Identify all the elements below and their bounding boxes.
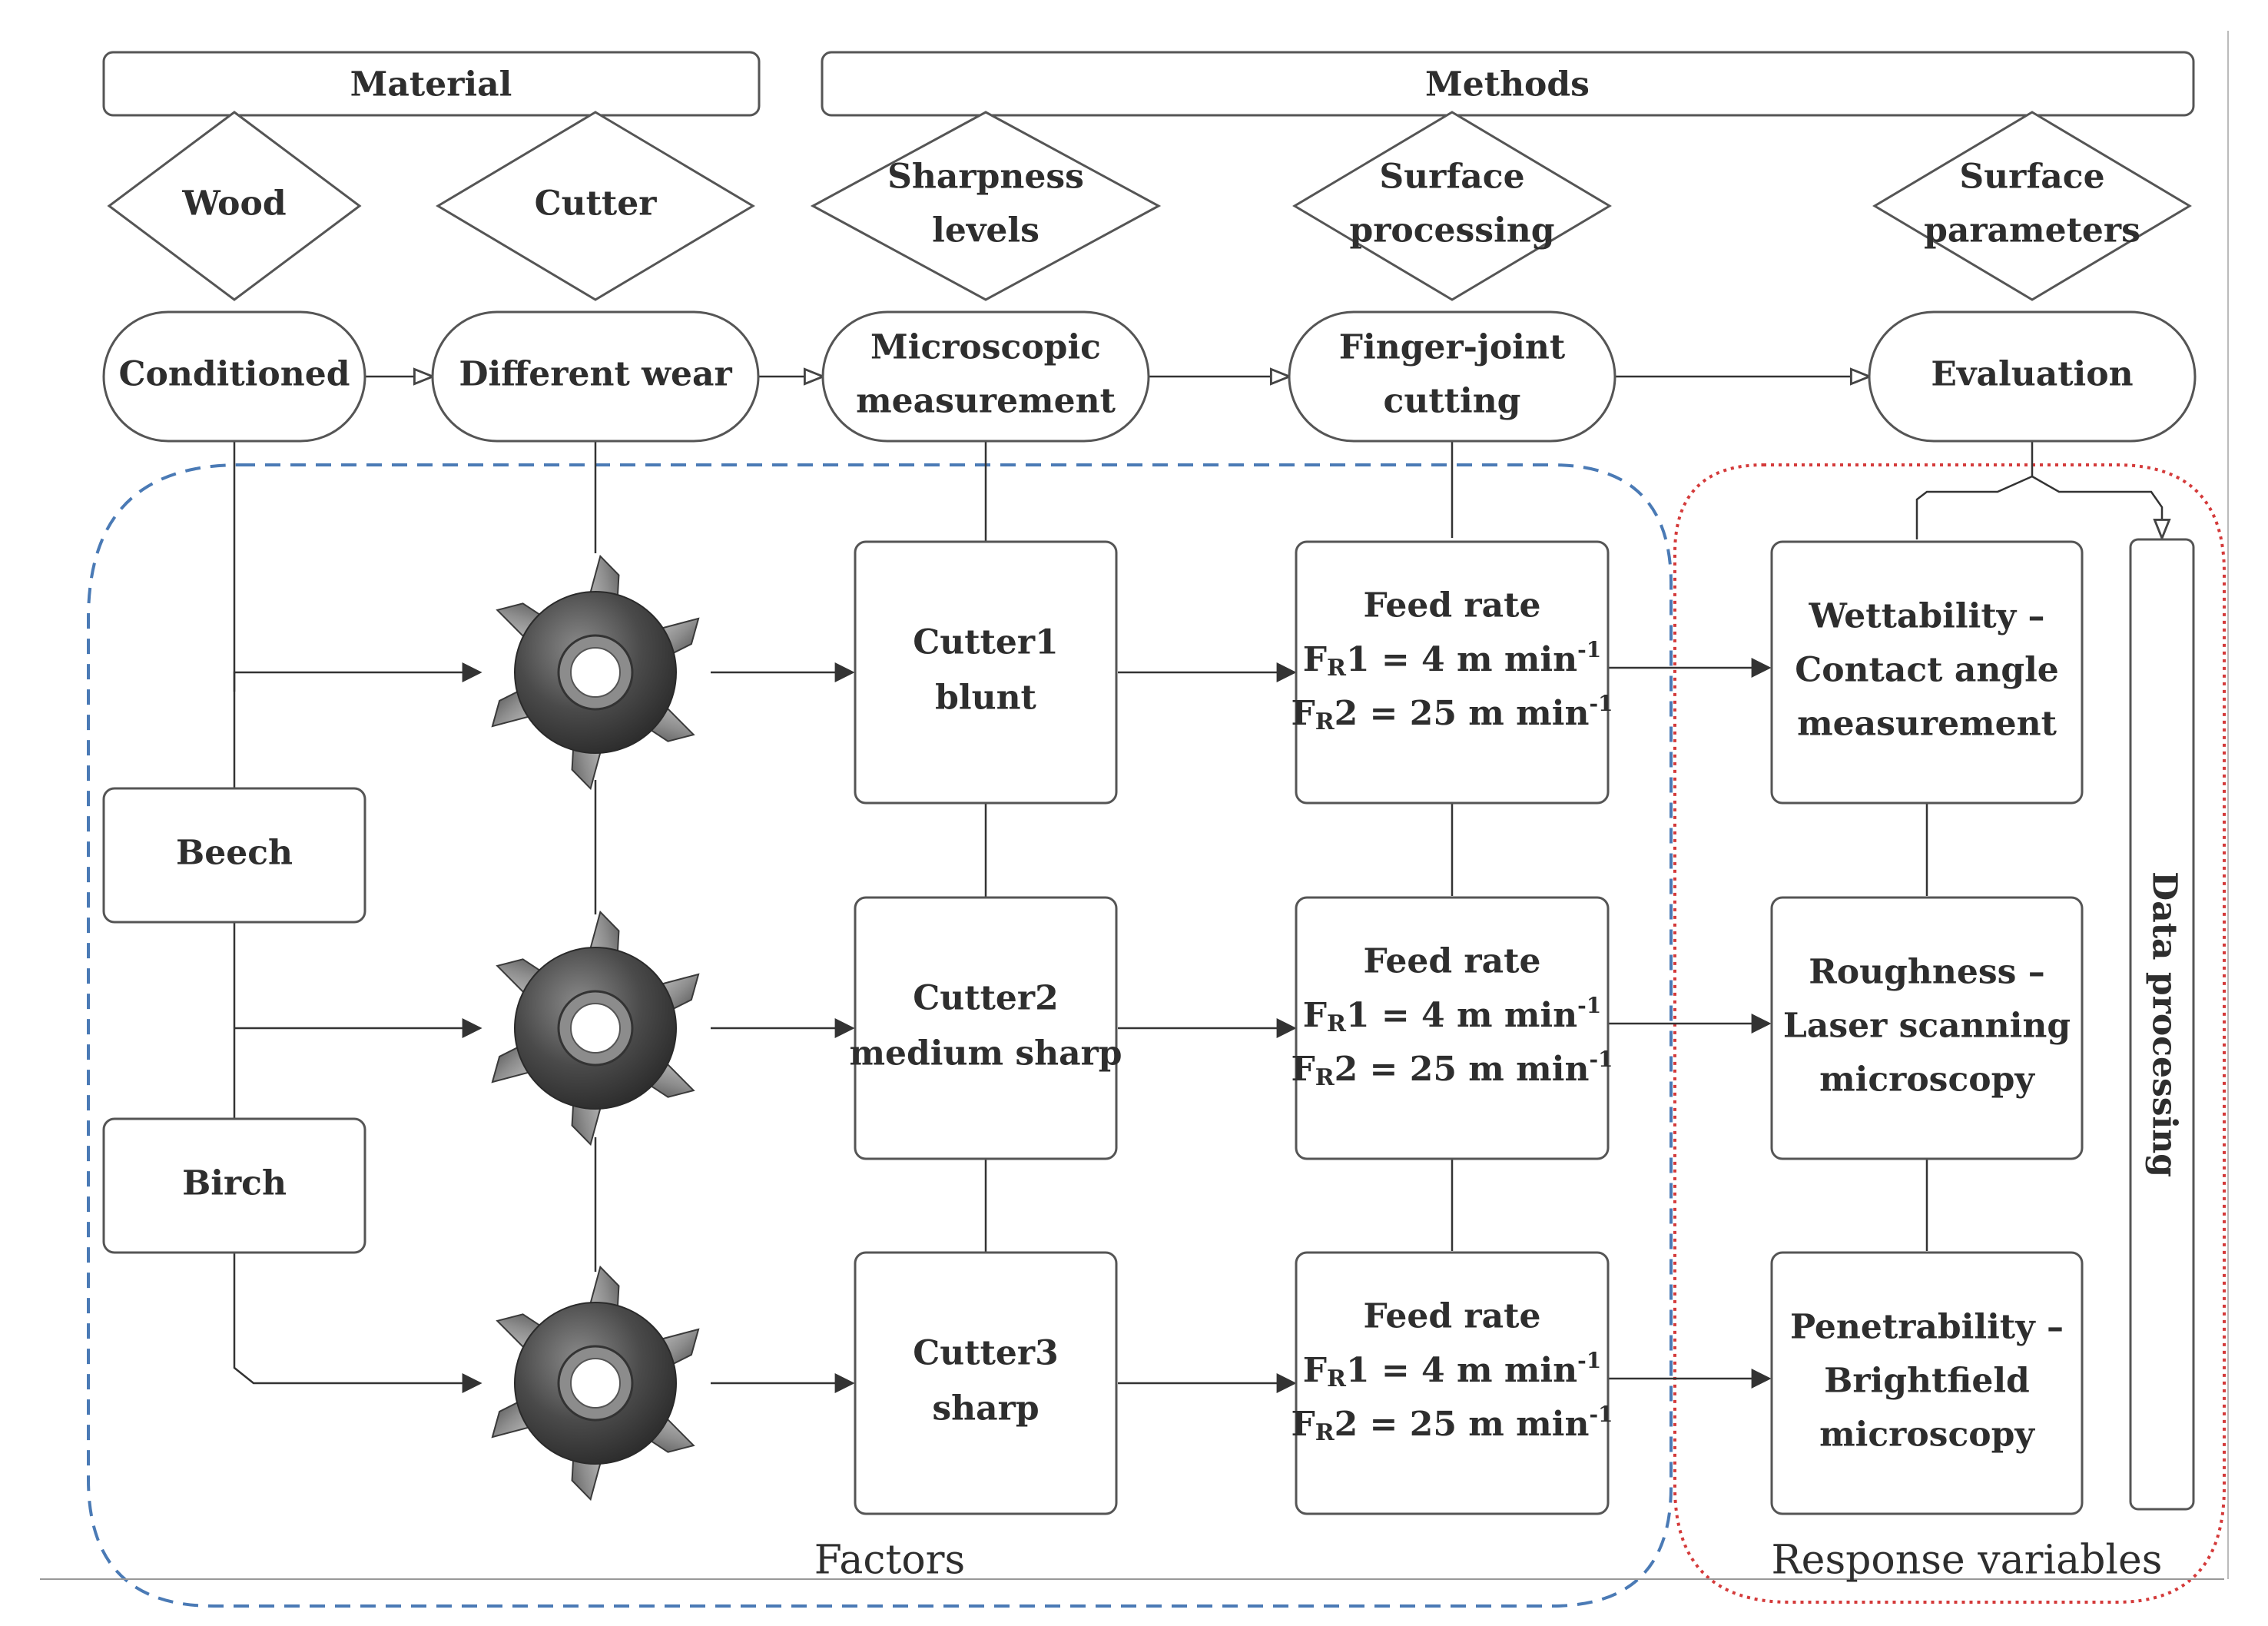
evaluation-pill [1868,310,2197,443]
cutter-1-icon [491,554,700,791]
evaluation-to-response-line [1915,441,2034,539]
cutter2-label-line-2: medium sharp [849,1034,1122,1073]
response-3-label-line-1: Penetrability – [1790,1308,2064,1347]
surface-parameters-diamond [1872,111,2192,301]
conditioned-label-line-1: Conditioned [119,355,350,394]
feed-rate-f2-2: FR2 = 25 m min-1 [1291,1047,1613,1092]
surface-processing-diamond [1292,111,1612,301]
response-2-label-line-2: Laser scanning [1783,1007,2071,1046]
sharpness-levels-label-line-1: Sharpness [887,158,1084,197]
birch-box [102,1117,366,1254]
response-1-label-line-3: measurement [1797,705,2057,744]
wood-diamond [107,111,362,301]
cutter3-label-line-2: sharp [932,1389,1039,1429]
microscopic-measurement-label-line-1: Microscopic [870,328,1101,367]
methods-header-box [821,51,2195,117]
microscopic-measurement-pill [821,310,1150,443]
response-1-label-line-2: Contact angle [1795,651,2059,690]
surface-parameters-label-line-1: Surface [1959,158,2104,197]
feed-rate-title-1: Feed rate [1364,586,1541,626]
cutter-diamond [436,111,755,301]
cutter2-label-line-1: Cutter2 [913,979,1058,1018]
response-variables-group-label: Response variables [1772,1538,2163,1584]
response-3-label-line-3: microscopy [1819,1415,2035,1455]
surface-parameters-label-line-2: parameters [1924,211,2140,251]
response-1-label-line-1: Wettability – [1808,597,2044,636]
cutter3-box [854,1251,1118,1515]
cutter1-label-line-2: blunt [935,679,1036,718]
beech-to-cutter1-arrow [233,662,482,692]
sharpness-levels-diamond [810,111,1162,301]
feed-rate-f2-3: FR2 = 25 m min-1 [1291,1402,1613,1447]
factors-group-border [87,463,1673,1608]
evaluation-label-line-1: Evaluation [1931,355,2133,394]
cutter2-box [854,896,1118,1160]
cutter-label-line-1: Cutter [535,184,658,224]
response-box-2 [1770,896,2084,1160]
material-header-box [102,51,761,117]
response-box-1 [1770,540,2084,805]
feed-rate-box-3 [1295,1251,1610,1515]
beech-label-line-1: Beech [176,834,293,873]
birch-label-line-1: Birch [182,1164,287,1203]
connectors [233,377,2162,1393]
finger-joint-cutting-pill [1288,310,1616,443]
beech-box [102,787,366,924]
data-processing-label: Data processing [2145,871,2184,1177]
response-2-label-line-3: microscopy [1819,1060,2035,1100]
sharpness-levels-label-line-2: levels [932,211,1040,251]
responses-group-border [1673,463,2226,1604]
feed-rate-title-3: Feed rate [1364,1297,1541,1336]
methods-header-label: Methods [1425,65,1590,105]
material-header-label: Material [350,65,512,105]
finger-joint-cutting-label-line-2: cutting [1384,382,1521,421]
feed-rate-title-2: Feed rate [1364,942,1541,981]
feed-rate-box-2 [1295,896,1610,1160]
cutter-2-icon [491,910,700,1146]
data-processing-box [2129,538,2195,1511]
feed-rate-f1-2: FR1 = 4 m min-1 [1303,993,1602,1038]
feed-rate-box-1 [1295,540,1610,805]
factors-group-label: Factors [814,1538,965,1584]
cutter-3-icon [491,1265,700,1502]
birch-to-cutter3-arrow [233,1337,482,1393]
microscopic-measurement-label-line-2: measurement [856,382,1116,421]
response-2-label-line-1: Roughness – [1809,953,2045,992]
different-wear-label-line-1: Different wear [459,355,732,394]
response-3-label-line-2: Brightfield [1824,1362,2030,1401]
feed-rate-f1-1: FR1 = 4 m min-1 [1303,637,1602,682]
different-wear-pill [431,310,760,443]
finger-joint-cutting-label-line-1: Finger-joint [1339,328,1566,367]
feed-rate-f2-1: FR2 = 25 m min-1 [1291,691,1613,736]
surface-processing-label-line-2: processing [1349,211,1554,251]
evaluation-to-data-processing-arrow [2031,475,2162,536]
cutter3-label-line-1: Cutter3 [913,1334,1058,1373]
cutter1-box [854,540,1118,805]
feed-rate-f1-3: FR1 = 4 m min-1 [1303,1348,1602,1393]
conditioned-pill [102,310,366,443]
cutter1-label-line-1: Cutter1 [913,623,1058,662]
nodes: Wood Cutter Sharpness levels Surface processi… [102,111,2197,1515]
response-box-3 [1770,1251,2084,1515]
surface-processing-label-line-1: Surface [1379,158,1524,197]
wood-label-line-1: Wood [181,184,286,224]
